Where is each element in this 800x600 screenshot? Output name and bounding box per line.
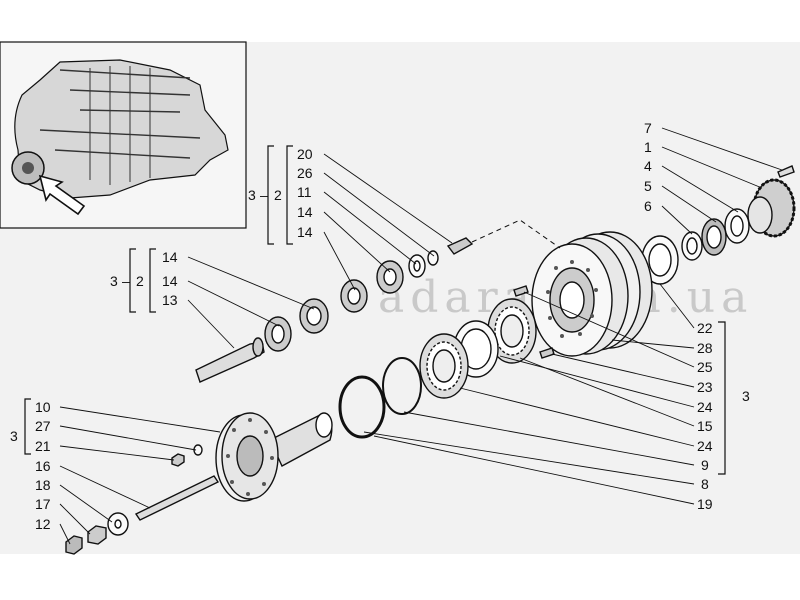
pulley-part	[531, 231, 653, 357]
part-label: 15	[697, 418, 713, 434]
snap-ring-part	[382, 357, 422, 415]
nut-part	[171, 453, 185, 467]
washer-part	[427, 250, 439, 266]
part-label: 22	[697, 320, 713, 336]
part-label: 10	[35, 399, 51, 415]
part-label: 21	[35, 438, 51, 454]
group-label-mid-inner: 2	[136, 273, 144, 289]
part-label: 16	[35, 458, 51, 474]
hub-part	[215, 412, 333, 502]
part-label: 13	[162, 292, 178, 308]
part-label: 12	[35, 516, 51, 532]
part-label: 14	[162, 249, 178, 265]
dash: –	[260, 187, 268, 203]
part-label: 27	[35, 418, 51, 434]
part-label: 25	[697, 359, 713, 375]
bolt-part	[446, 237, 474, 255]
part-label: 4	[644, 158, 652, 174]
part-label: 26	[297, 165, 313, 181]
part-label: 11	[297, 184, 312, 200]
nut-part	[65, 535, 83, 555]
group-label-left-outer: 3	[10, 428, 18, 444]
brackets	[24, 145, 726, 475]
bearing-part	[487, 298, 537, 364]
part-label: 6	[644, 198, 652, 214]
parts	[65, 165, 796, 555]
part-label: 23	[697, 379, 713, 395]
part-label: 8	[701, 476, 709, 492]
engine-inset	[0, 41, 247, 229]
leader-lines	[59, 127, 783, 545]
part-label: 14	[297, 224, 313, 240]
stud-part	[513, 285, 529, 297]
nut-part	[87, 525, 107, 545]
group-label-mid-outer: 3	[110, 273, 118, 289]
part-label: 14	[297, 204, 313, 220]
assembly-dash-line	[471, 219, 561, 249]
part-label: 18	[35, 477, 51, 493]
location-arrow-icon	[38, 174, 86, 216]
part-label: 17	[35, 496, 51, 512]
part-label: 24	[697, 399, 713, 415]
bolt-part	[134, 475, 220, 521]
pin-part	[777, 165, 795, 178]
part-label: 28	[697, 340, 713, 356]
group-label-top-inner: 2	[274, 187, 282, 203]
part-label: 14	[162, 273, 178, 289]
part-label: 24	[697, 438, 713, 454]
part-label: 9	[701, 457, 709, 473]
part-label: 5	[644, 178, 652, 194]
part-label: 19	[697, 496, 713, 512]
label-texts: 3 – 2 3 – 2 3 3 20 26 11 14 14 14 14 13 …	[10, 120, 750, 532]
snap-ring-part	[338, 375, 386, 439]
group-label-right-outer: 3	[742, 388, 750, 404]
part-label: 20	[297, 146, 313, 162]
dash: –	[122, 273, 130, 289]
gear-part	[747, 178, 796, 238]
part-label: 7	[644, 120, 652, 136]
part-label: 1	[644, 139, 652, 155]
bearing-part	[419, 333, 469, 399]
group-label-top-outer: 3	[248, 187, 256, 203]
stud-part	[539, 347, 555, 359]
shaft-part	[195, 341, 265, 383]
